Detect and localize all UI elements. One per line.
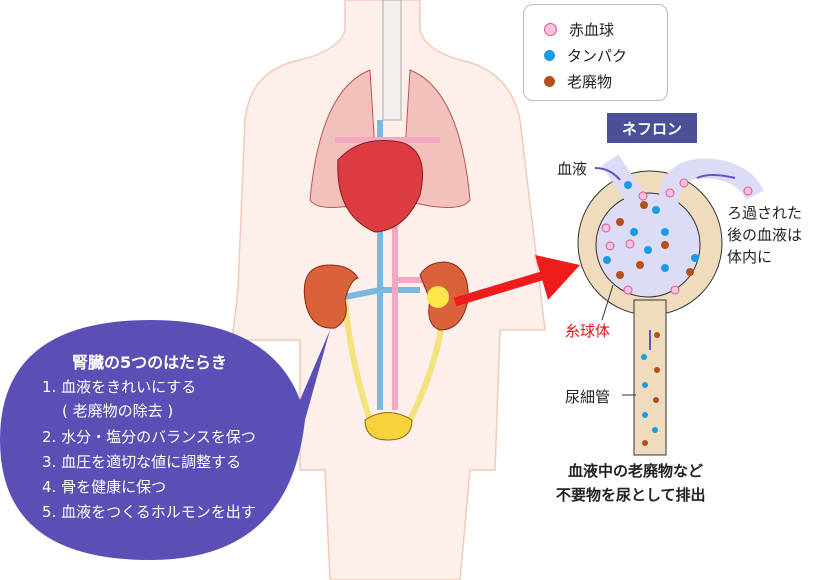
tubule-label: 尿細管 <box>565 388 611 406</box>
glomerulus-label: 糸球体 <box>565 322 611 340</box>
legend-item-protein: タンパク <box>544 45 627 66</box>
function-item: 3. 血圧を適切な値に調整する <box>42 453 242 471</box>
function-item: 4. 骨を健康に保つ <box>42 478 167 496</box>
pointer-arrow-head <box>535 255 580 300</box>
heart <box>337 139 423 233</box>
particles <box>601 178 753 446</box>
left-kidney <box>303 264 359 329</box>
blood-label: 血液 <box>557 160 588 178</box>
nephron-title: ネフロン <box>607 113 697 143</box>
legend-item-waste: 老廃物 <box>544 71 612 92</box>
renal-tubule <box>633 299 667 456</box>
waste-icon <box>544 76 555 87</box>
blood-flow-arrow <box>594 167 621 181</box>
function-item: 5. 血液をつくるホルモンを出す <box>42 503 256 521</box>
function-item: 1. 血液をきれいにする <box>42 378 197 396</box>
trachea <box>382 0 402 121</box>
legend: 赤血球 タンパク 老廃物 <box>523 4 668 101</box>
pointer-arrow-shaft <box>453 270 547 307</box>
filtered-label-line1: ろ過された <box>727 204 803 222</box>
red-blood-cell-icon <box>544 23 557 36</box>
legend-label: 赤血球 <box>569 21 615 39</box>
protein-icon <box>544 50 555 61</box>
function-item-note: ( 老廃物の除去 ) <box>62 402 174 420</box>
outflow-arrow <box>696 174 736 179</box>
filtered-label-line3: 体内に <box>727 248 773 266</box>
legend-item-red-blood-cell: 赤血球 <box>544 19 614 40</box>
glomerulus-leader <box>601 284 614 321</box>
output-label-line2: 不要物を尿として排出 <box>556 486 706 504</box>
bladder <box>364 412 413 441</box>
speech-bubble <box>0 320 330 560</box>
renal-pelvis <box>427 286 449 308</box>
filtered-label-line2: 後の血液は <box>727 226 803 244</box>
bubble-title: 腎臓の5つのはたらき <box>72 353 227 372</box>
output-label-line1: 血液中の老廃物など <box>568 462 704 480</box>
function-item: 2. 水分・塩分のバランスを保つ <box>42 428 256 446</box>
legend-label: タンパク <box>567 47 628 65</box>
legend-label: 老廃物 <box>567 73 613 91</box>
